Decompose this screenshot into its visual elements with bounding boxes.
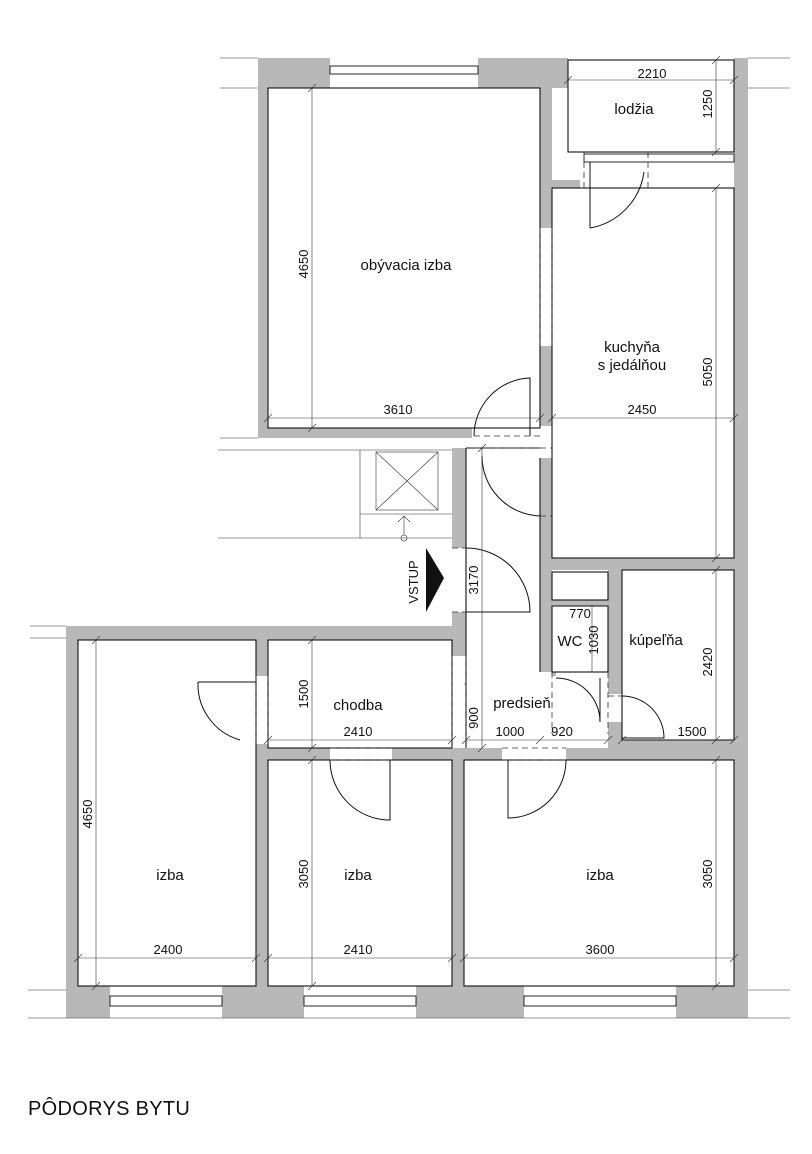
dim-lodzia-height: 1250 <box>700 90 715 119</box>
dim-kupelna-width: 1500 <box>678 724 707 739</box>
dim-izba-right-height: 3050 <box>700 860 715 889</box>
dim-chodba-width: 2410 <box>344 724 373 739</box>
dim-predsien-1000: 1000 <box>496 724 525 739</box>
dim-kupelna-height: 2420 <box>700 648 715 677</box>
dim-predsien-920: 920 <box>551 724 573 739</box>
dim-izba-left-width: 2400 <box>154 942 183 957</box>
dim-chodba-height: 1500 <box>296 680 311 709</box>
room-label-izba-mid: izba <box>344 867 372 884</box>
room-label-lodzia: lodžia <box>614 101 654 118</box>
room-label-kuchyna-line1: kuchyňa <box>604 339 661 356</box>
plan-title: PÔDORYS BYTU <box>28 1098 191 1120</box>
dim-kuchyna-width: 2450 <box>628 402 657 417</box>
dim-izba-left-height: 4650 <box>80 800 95 829</box>
dim-izba-mid-height: 3050 <box>296 860 311 889</box>
room-label-chodba: chodba <box>333 697 383 714</box>
dim-wc-height: 1030 <box>586 626 601 655</box>
walls <box>66 58 748 1018</box>
windows <box>109 65 735 1007</box>
dimension-lines <box>73 55 739 991</box>
dim-lodzia-width: 2210 <box>638 66 667 81</box>
dim-obyvacia-width: 3610 <box>384 402 413 417</box>
dim-izba-right-width: 3600 <box>586 942 615 957</box>
room-label-kupelna: kúpeľňa <box>629 632 683 649</box>
dim-kuchyna-height: 5050 <box>700 358 715 387</box>
entrance-label: VSTUP <box>406 560 421 603</box>
room-label-wc: WC <box>558 633 583 650</box>
dim-wc-width: 770 <box>569 606 591 621</box>
room-label-izba-left: izba <box>156 867 184 884</box>
dim-izba-mid-width: 2410 <box>344 942 373 957</box>
room-label-obyvacia-izba: obývacia izba <box>361 257 453 274</box>
room-label-kuchyna-line2: s jedálňou <box>598 357 666 374</box>
room-labels: lodžia obývacia izba kuchyňa s jedálňou … <box>156 101 683 884</box>
dim-obyvacia-height: 4650 <box>296 250 311 279</box>
room-outlines <box>28 57 790 1019</box>
doors <box>197 152 665 821</box>
room-label-predsien: predsieň <box>493 695 551 712</box>
dim-predsien-900: 900 <box>466 707 481 729</box>
dim-predsien-height: 3170 <box>466 566 481 595</box>
room-label-izba-right: izba <box>586 867 614 884</box>
dimension-labels: 2210 1250 4650 3610 5050 2450 3170 770 1… <box>80 66 715 957</box>
entrance-arrow-icon <box>426 548 444 612</box>
